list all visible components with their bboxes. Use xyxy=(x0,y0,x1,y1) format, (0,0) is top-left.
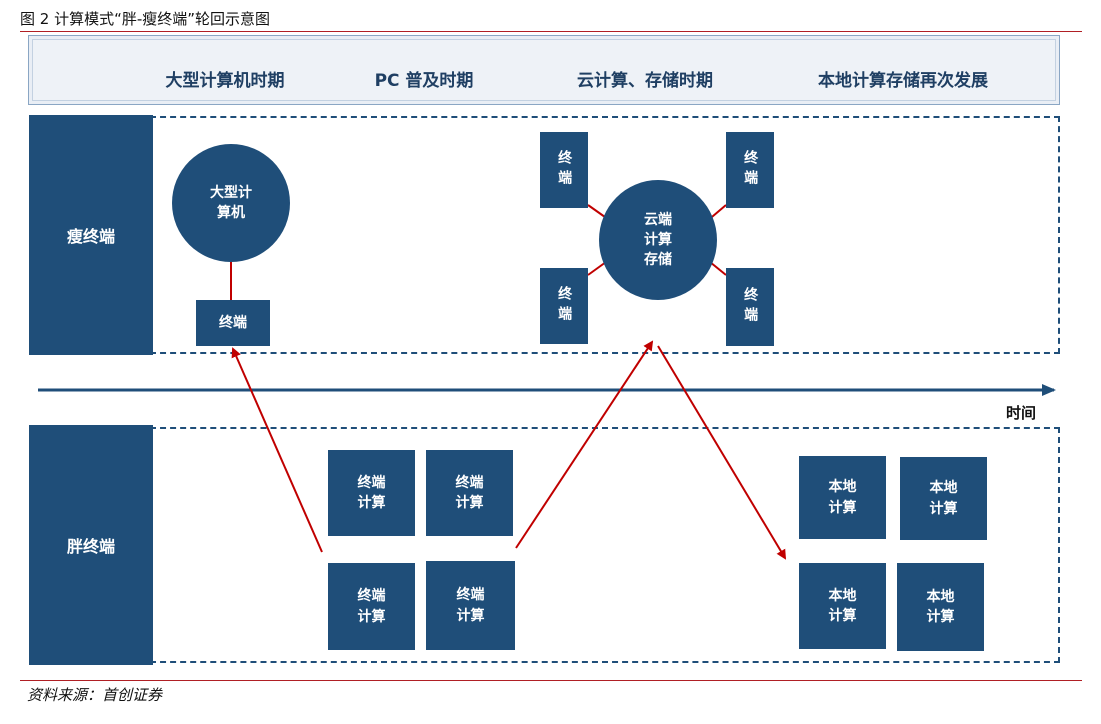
cloud-terminal-label: 终端 xyxy=(742,150,759,190)
era-header-band xyxy=(28,35,1060,105)
local-unit: 本地 计算 xyxy=(799,456,886,539)
figure-title: 图 2 计算模式“胖-瘦终端”轮回示意图 xyxy=(20,10,271,28)
cloud-terminal-bl: 终端 xyxy=(540,268,588,344)
cloud-terminal-tl: 终端 xyxy=(540,132,588,208)
pc-unit-label: 终端 计算 xyxy=(455,474,484,511)
era-local-again: 本地计算存储再次发展 xyxy=(818,71,988,91)
local-unit-label: 本地 计算 xyxy=(828,587,857,624)
pc-unit: 终端 计算 xyxy=(328,563,415,650)
pc-unit: 终端 计算 xyxy=(328,450,415,536)
local-unit: 本地 计算 xyxy=(900,457,987,540)
mainframe-node: 大型计 算机 xyxy=(172,144,290,262)
thin-terminal-label: 瘦终端 xyxy=(29,115,153,355)
cloud-center-label: 云端 计算 存储 xyxy=(644,211,672,269)
cloud-terminal-label: 终端 xyxy=(742,287,759,327)
title-rule xyxy=(20,31,1082,32)
footer-rule xyxy=(20,680,1082,681)
mainframe-label: 大型计 算机 xyxy=(210,184,252,221)
pc-unit: 终端 计算 xyxy=(426,450,513,536)
local-unit: 本地 计算 xyxy=(799,563,886,649)
mainframe-terminal: 终端 xyxy=(196,300,270,346)
pc-unit-label: 终端 计算 xyxy=(456,587,485,624)
pc-unit-label: 终端 计算 xyxy=(357,588,386,625)
source-note: 资料来源：首创证券 xyxy=(27,686,163,704)
local-unit-label: 本地 计算 xyxy=(828,479,857,516)
era-pc: PC 普及时期 xyxy=(374,71,474,91)
fat-terminal-label: 胖终端 xyxy=(29,425,153,665)
local-unit: 本地 计算 xyxy=(897,563,984,651)
cloud-terminal-br: 终端 xyxy=(726,268,774,346)
pc-unit-label: 终端 计算 xyxy=(357,474,386,511)
era-cloud: 云计算、存储时期 xyxy=(577,71,713,91)
timeline-label: 时间 xyxy=(1006,404,1037,422)
era-mainframe: 大型计算机时期 xyxy=(165,71,285,91)
pc-unit: 终端 计算 xyxy=(426,561,515,650)
cloud-terminal-label: 终端 xyxy=(556,150,573,190)
local-unit-label: 本地 计算 xyxy=(929,480,958,517)
era-header-inner xyxy=(32,39,1056,101)
cloud-terminal-label: 终端 xyxy=(556,286,573,326)
cloud-center-node: 云端 计算 存储 xyxy=(599,180,717,300)
mainframe-terminal-label: 终端 xyxy=(219,314,247,331)
local-unit-label: 本地 计算 xyxy=(926,588,955,625)
cloud-terminal-tr: 终端 xyxy=(726,132,774,208)
